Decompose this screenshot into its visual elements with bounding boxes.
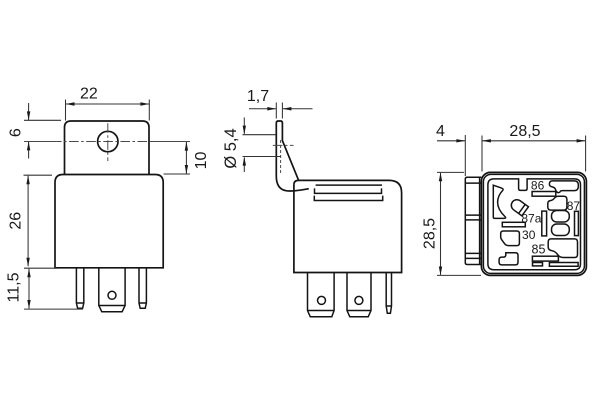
svg-text:30: 30 <box>522 228 536 242</box>
svg-text:10: 10 <box>193 152 210 170</box>
svg-text:11,5: 11,5 <box>5 272 22 302</box>
svg-text:1,7: 1,7 <box>247 88 269 105</box>
svg-text:86: 86 <box>531 178 545 192</box>
svg-text:22: 22 <box>80 85 98 102</box>
svg-text:4: 4 <box>436 123 445 140</box>
svg-text:6: 6 <box>8 128 25 137</box>
svg-text:87a: 87a <box>521 211 541 225</box>
svg-text:26: 26 <box>8 212 25 230</box>
svg-text:28,5: 28,5 <box>509 123 540 140</box>
svg-text:87: 87 <box>567 199 581 213</box>
svg-text:85: 85 <box>532 242 546 256</box>
svg-text:28,5: 28,5 <box>422 218 439 249</box>
svg-text:Ø 5,4: Ø 5,4 <box>222 128 240 168</box>
